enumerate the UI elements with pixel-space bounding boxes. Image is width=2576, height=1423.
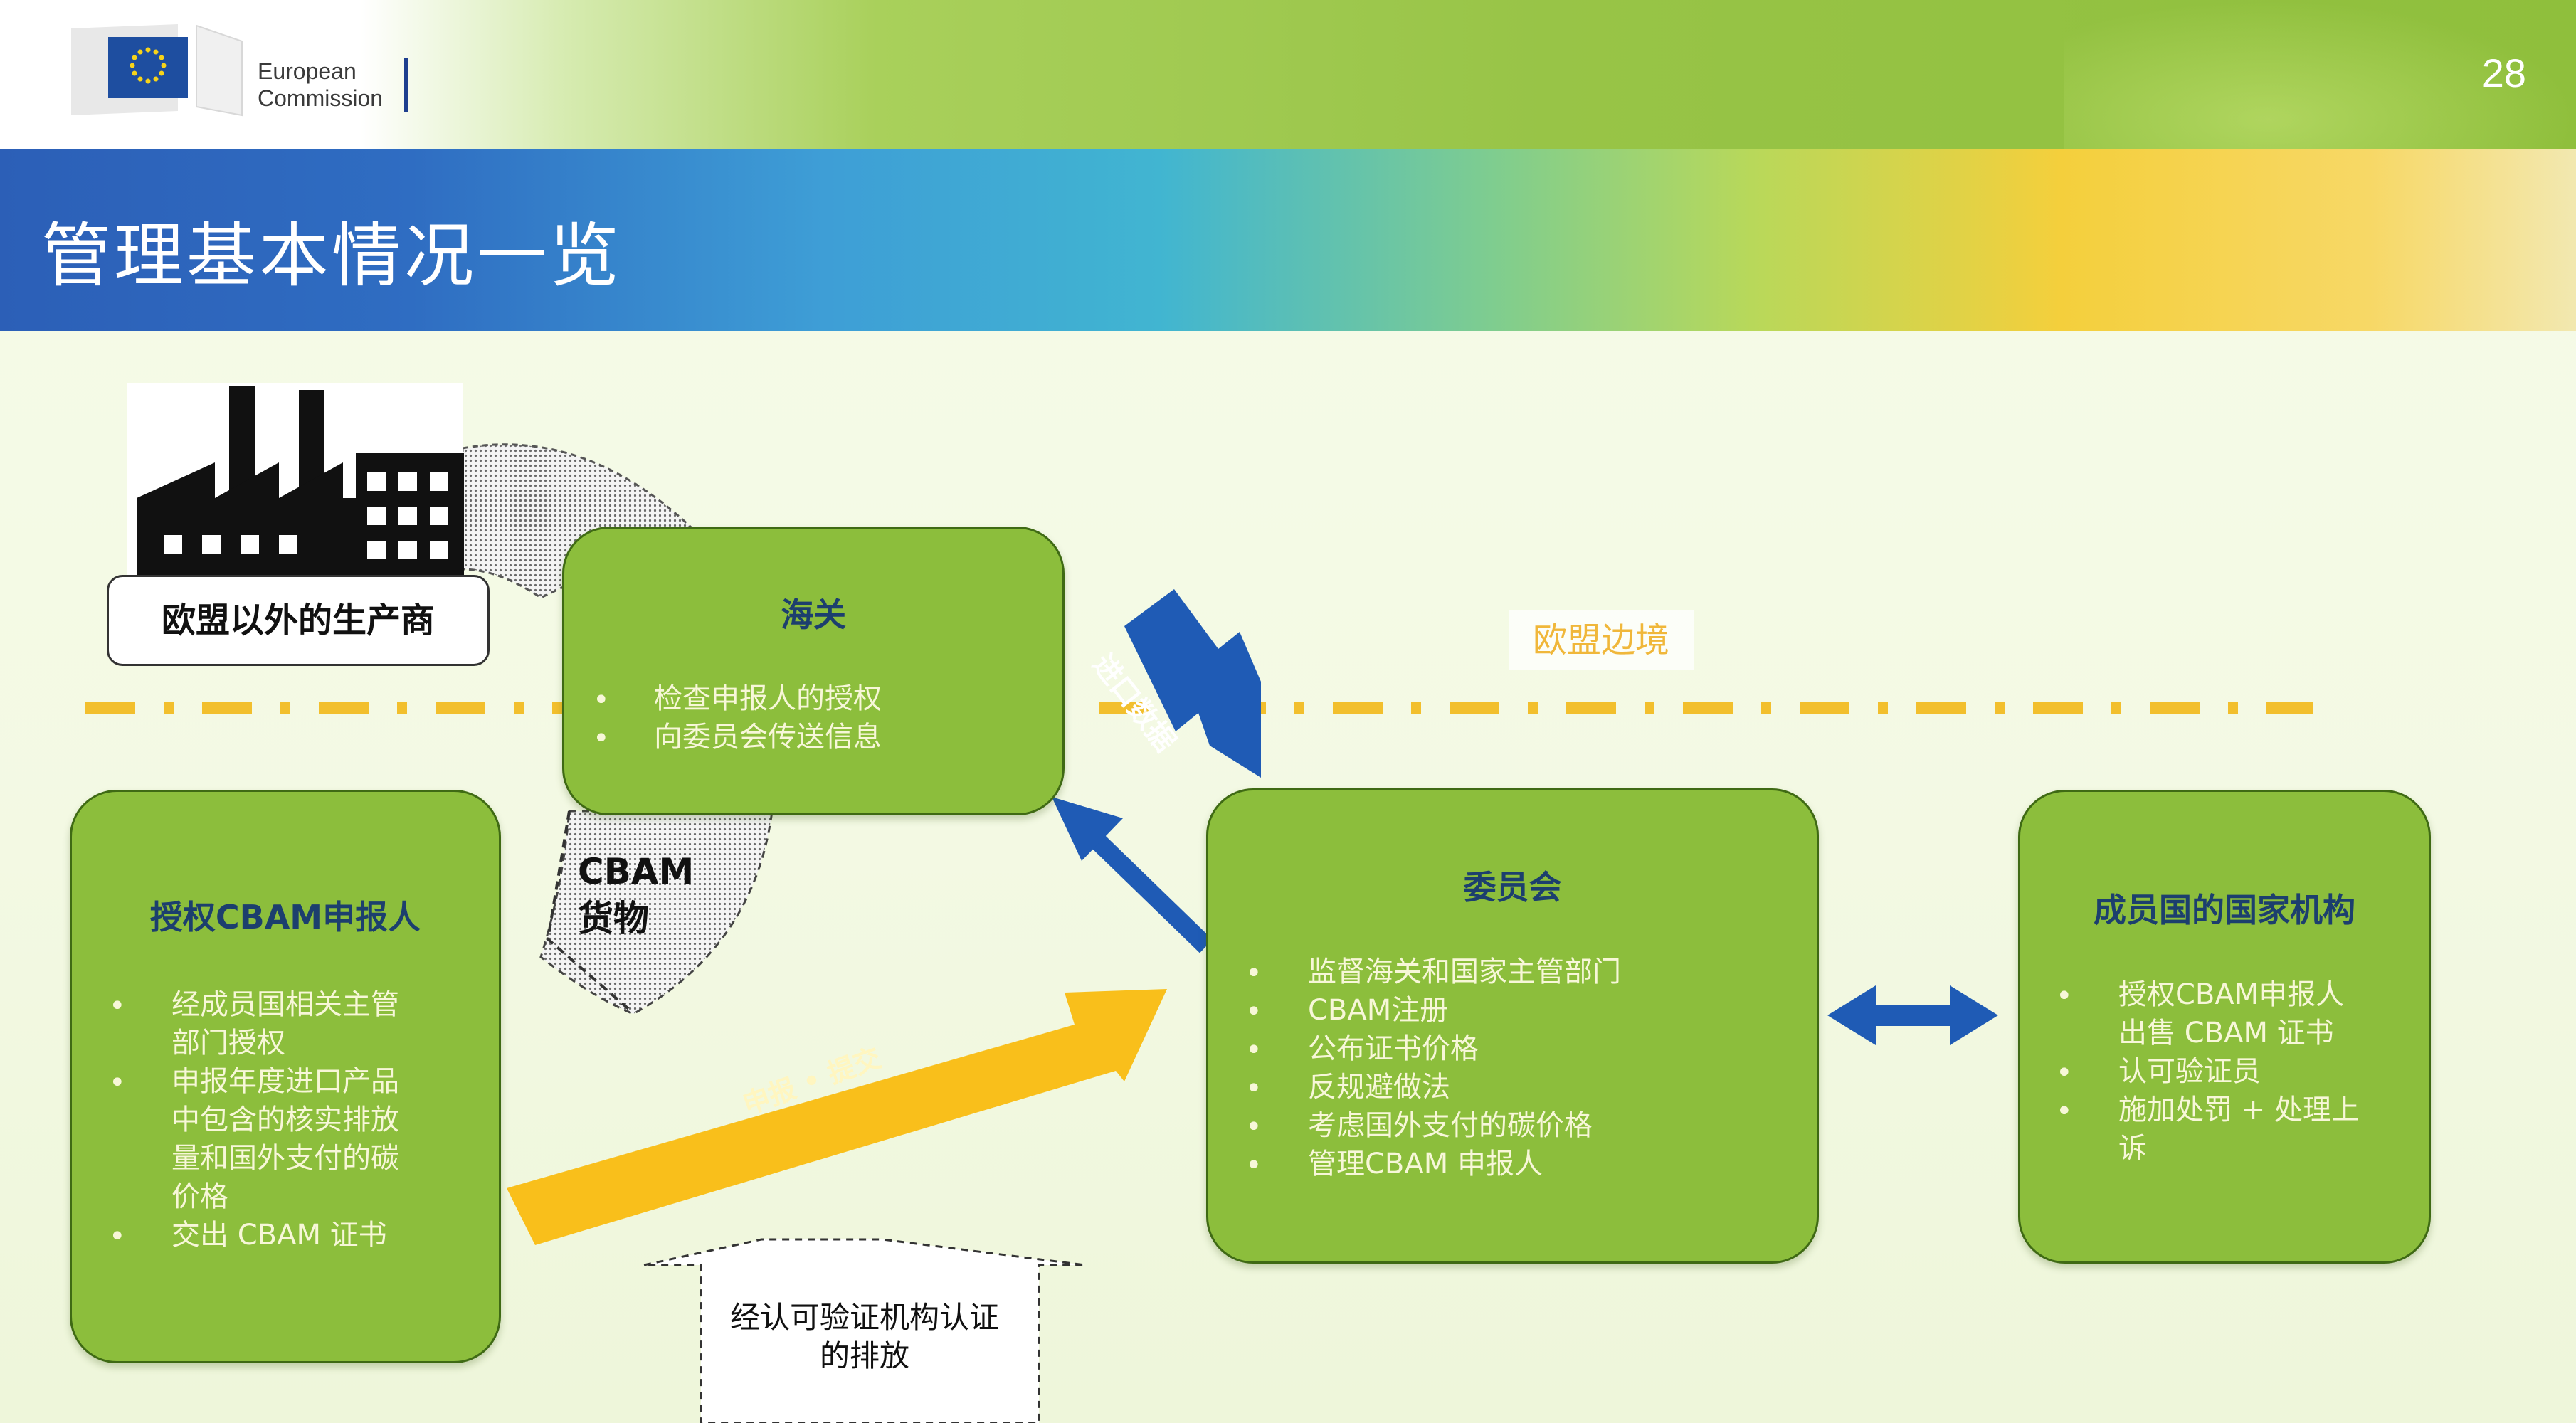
european-commission-logo [71, 24, 243, 117]
eu-stars-icon [130, 47, 167, 84]
goods-flow-upper [461, 443, 692, 599]
bullet-dot: • [109, 1067, 126, 1099]
page-title: 管理基本情况一览 [41, 216, 623, 297]
declarant-line-5: 量和国外支付的碳 [171, 1142, 399, 1175]
cbam-goods-label: CBAM 货物 [578, 848, 694, 942]
bullet-dot: • [2056, 1095, 2073, 1128]
bullet-dot: • [1245, 1034, 1262, 1067]
commission-bullet-3: 公布证书价格 [1308, 1032, 1479, 1065]
title-band [0, 149, 2576, 331]
customs-bullet-1: 检查申报人的授权 [654, 682, 882, 715]
bullet-dot: • [2056, 1057, 2073, 1089]
bullet-dot: • [1245, 1111, 1262, 1143]
logo-text-european: European [258, 58, 357, 84]
eu-flag-icon [108, 37, 188, 98]
cbam-goods-line2: 货物 [578, 898, 649, 939]
verifier-line1: 经认可验证机构认证 [729, 1300, 999, 1335]
commission-box: 委员会 • 监督海关和国家主管部门 • CBAM注册 • 公布证书价格 • 反规… [1206, 788, 1819, 1264]
member-state-box: 成员国的国家机构 • 授权CBAM申报人 出售 CBAM 证书 • 认可验证员 … [2018, 790, 2431, 1264]
bullet-dot: • [109, 990, 126, 1022]
arrow-commission-to-customs [1052, 797, 1213, 953]
declarant-line-4: 中包含的核实排放 [171, 1104, 399, 1136]
bullet-dot: • [1245, 957, 1262, 990]
commission-title: 委员会 [1463, 868, 1562, 906]
arrow-submit [507, 989, 1167, 1245]
header-glow [2064, 0, 2576, 149]
member-line-4: 施加处罚 + 处理上 [2118, 1094, 2360, 1126]
declarant-line-1: 经成员国相关主管 [171, 988, 399, 1021]
logo-divider [404, 58, 408, 112]
declarant-line-7: 交出 CBAM 证书 [171, 1219, 387, 1252]
bullet-dot: • [1245, 995, 1262, 1028]
commission-bullet-1: 监督海关和国家主管部门 [1308, 956, 1621, 988]
customs-bullet-2: 向委员会传送信息 [654, 721, 882, 753]
bullet-dot: • [1245, 1149, 1262, 1182]
bullet-dot: • [593, 684, 610, 716]
cbam-goods-line1: CBAM [578, 851, 695, 892]
factory-icon [127, 383, 464, 575]
member-state-title: 成员国的国家机构 [2094, 891, 2355, 929]
declarant-box: 授权CBAM申报人 • 经成员国相关主管 部门授权 • 申报年度进口产品 中包含… [70, 790, 501, 1363]
customs-box: 海关 • 检查申报人的授权 • 向委员会传送信息 [562, 527, 1065, 815]
declarant-line-6: 价格 [171, 1180, 228, 1213]
declarant-line-3: 申报年度进口产品 [171, 1065, 399, 1098]
page-number: 28 [2481, 51, 2526, 95]
member-line-3: 认可验证员 [2118, 1055, 2261, 1088]
member-line-1: 授权CBAM申报人 [2118, 978, 2345, 1011]
member-line-5: 诉 [2118, 1132, 2147, 1165]
commission-bullet-4: 反规避做法 [1308, 1071, 1450, 1104]
commission-bullet-6: 管理CBAM 申报人 [1308, 1148, 1543, 1180]
verifier-label: 经认可验证机构认证 的排放 [701, 1298, 1028, 1375]
goods-flow-outline [546, 810, 633, 1013]
bullet-dot: • [1245, 1072, 1262, 1105]
verifier-outline [643, 1238, 1086, 1423]
commission-bullet-5: 考虑国外支付的碳价格 [1308, 1109, 1593, 1142]
customs-title: 海关 [781, 596, 846, 634]
arrow-commission-member [1827, 985, 1998, 1045]
declarant-line-2: 部门授权 [171, 1027, 285, 1059]
logo-building-icon [196, 24, 243, 117]
member-line-2: 出售 CBAM 证书 [2118, 1017, 2334, 1049]
bullet-dot: • [109, 1220, 126, 1253]
commission-bullet-2: CBAM注册 [1308, 994, 1449, 1027]
bullet-dot: • [2056, 980, 2073, 1012]
goods-flow-lower [539, 810, 774, 1015]
producer-label: 欧盟以外的生产商 [107, 575, 490, 666]
declarant-title: 授权CBAM申报人 [149, 898, 421, 936]
bullet-dot: • [593, 722, 610, 755]
verifier-line2: 的排放 [819, 1338, 909, 1373]
logo-text-commission: Commission [258, 85, 384, 111]
arrow-import-data [1124, 589, 1261, 778]
eu-border-label: 欧盟边境 [1509, 610, 1694, 670]
